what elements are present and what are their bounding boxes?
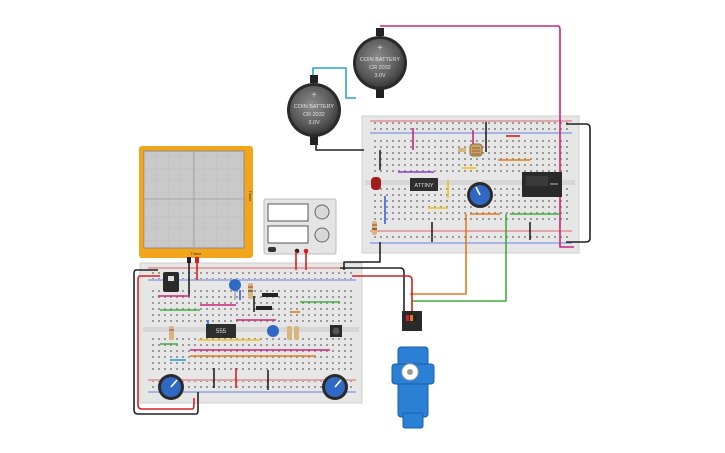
wires (133, 25, 591, 415)
battery-right-model: CR 2032 (369, 65, 391, 71)
svg-text:+: + (311, 90, 317, 101)
scope-probe-red[interactable] (195, 257, 199, 263)
power-supply[interactable] (263, 198, 337, 255)
supply-switch[interactable] (268, 247, 276, 252)
attiny-chip[interactable]: ATTINY (410, 178, 438, 191)
coin-battery-icon (356, 39, 404, 87)
resistor-right-2[interactable] (458, 148, 466, 152)
timer-555-chip[interactable]: 555 (206, 324, 236, 338)
battery-left-model: CR 2032 (303, 112, 325, 118)
timer-555-label: 555 (216, 329, 227, 335)
scope-probe-black[interactable] (187, 257, 191, 263)
battery-left-label: COIN BATTERY (294, 104, 334, 110)
capacitor-left-1[interactable] (229, 279, 241, 300)
coin-battery-right[interactable]: + COIN BATTERY CR 2032 3.0V (353, 28, 407, 98)
diode-2[interactable] (256, 306, 272, 310)
svg-text:+: + (377, 43, 383, 54)
servo-motor[interactable] (391, 311, 435, 429)
coin-battery-icon (290, 86, 338, 134)
capacitor-left-2[interactable] (267, 325, 279, 337)
battery-left-voltage: 3.0V (308, 120, 320, 126)
slide-switch[interactable] (163, 272, 179, 292)
attiny-label: ATTINY (414, 183, 433, 189)
resistor-left-3[interactable] (287, 326, 299, 340)
photoresistor[interactable] (469, 143, 483, 157)
resistor-left-2[interactable] (169, 326, 174, 340)
potentiometer-right[interactable] (467, 182, 493, 208)
supply-current-knob[interactable] (314, 227, 330, 243)
resistor-right-1[interactable] (372, 221, 377, 235)
scope-brand-label: Tinker (191, 251, 203, 256)
led-red[interactable] (371, 177, 381, 190)
resistor-left-1[interactable] (248, 283, 253, 299)
scope-side-label: Tinker (248, 191, 253, 203)
push-button[interactable] (330, 325, 342, 337)
diode-1[interactable] (262, 293, 278, 297)
battery-right-voltage: 3.0V (374, 73, 386, 79)
potentiometer-left-1[interactable] (158, 374, 184, 400)
supply-voltage-knob[interactable] (314, 204, 330, 220)
potentiometer-left-2[interactable] (322, 374, 348, 400)
oscilloscope[interactable]: Tinker Tinker (139, 146, 253, 263)
relay-module[interactable] (522, 172, 562, 197)
coin-battery-left[interactable]: + COIN BATTERY CR 2032 3.0V (287, 75, 341, 145)
battery-right-label: COIN BATTERY (360, 57, 400, 63)
